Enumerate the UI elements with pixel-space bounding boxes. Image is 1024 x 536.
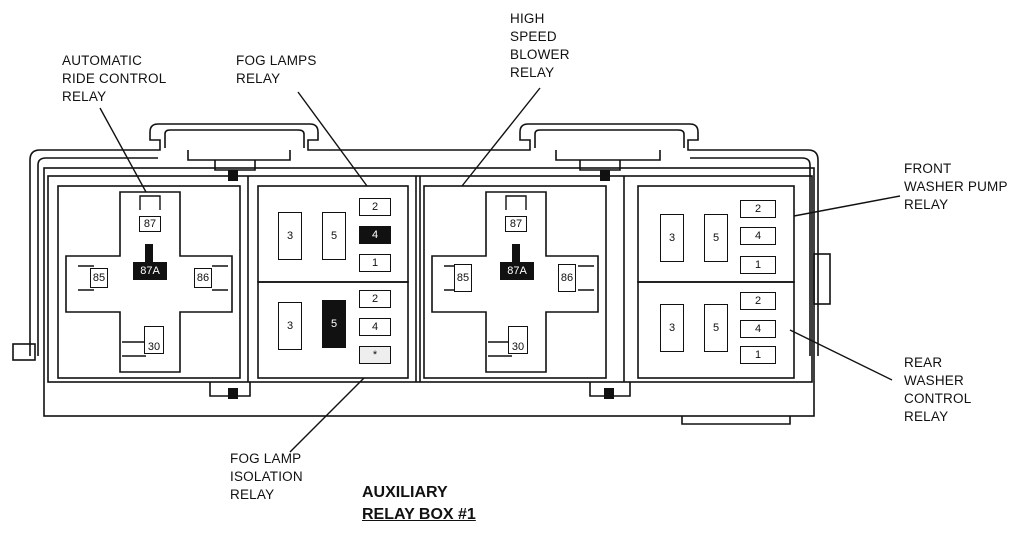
rear-pin-2: 2 — [740, 292, 776, 310]
blower-cross — [431, 191, 599, 373]
fog-pin-1: 1 — [359, 254, 391, 272]
high-speed-blower-socket — [423, 185, 607, 379]
blower-pin-85: 85 — [454, 264, 472, 292]
rear-pin-1: 1 — [740, 346, 776, 364]
front-pin-1: 1 — [740, 256, 776, 274]
front-pin-2: 2 — [740, 200, 776, 218]
fog-pin-3: 3 — [278, 212, 302, 260]
arc-pin-87: 87 — [139, 216, 161, 232]
arc-pin-30: 30 — [144, 326, 164, 354]
rear-pin-5: 5 — [704, 304, 728, 352]
front-pin-4: 4 — [740, 227, 776, 245]
fog-lamp-isolation-socket — [257, 281, 409, 379]
arc-cross — [65, 191, 233, 373]
blower-pin-30: 30 — [508, 326, 528, 354]
blower-pin-87: 87 — [505, 216, 527, 232]
blower-pin-87a: 87A — [500, 262, 534, 280]
fog-pin-4: 4 — [359, 226, 391, 244]
iso-pin-2: 2 — [359, 290, 391, 308]
front-pin-3: 3 — [660, 214, 684, 262]
right-tab — [813, 253, 831, 305]
fog-pin-5: 5 — [322, 212, 346, 260]
rear-pin-3: 3 — [660, 304, 684, 352]
rear-pin-4: 4 — [740, 320, 776, 338]
front-pin-5: 5 — [704, 214, 728, 262]
arc-pin-85: 85 — [90, 268, 108, 288]
arc-relay-socket — [57, 185, 241, 379]
iso-pin-5: 5 — [322, 300, 346, 348]
iso-pin-3: 3 — [278, 302, 302, 350]
blower-pin-86: 86 — [558, 264, 576, 292]
rear-washer-socket — [637, 281, 795, 379]
arc-pin-86: 86 — [194, 268, 212, 288]
left-tab — [12, 343, 36, 361]
housing-outline — [29, 123, 819, 356]
iso-pin-4: 4 — [359, 318, 391, 336]
arc-pin-87a: 87A — [133, 262, 167, 280]
diagram-title: AUXILIARY RELAY BOX #1 — [362, 484, 476, 523]
fog-pin-2: 2 — [359, 198, 391, 216]
iso-pin-1: * — [359, 346, 391, 364]
